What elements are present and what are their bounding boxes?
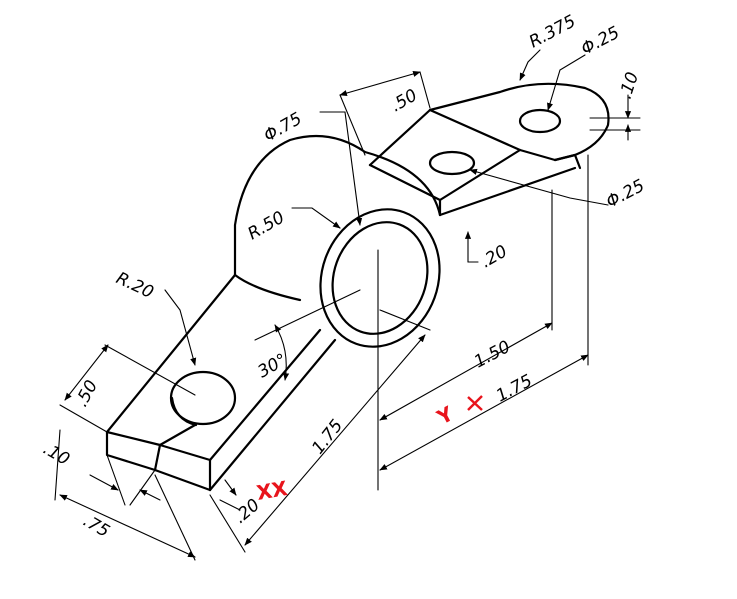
label-d10-left: .10 bbox=[40, 439, 73, 470]
label-phi25-right: Φ.25 bbox=[603, 176, 648, 213]
annotation-xx: XX bbox=[255, 476, 290, 505]
label-d20-mid: .20 bbox=[478, 241, 511, 272]
label-r50: R.50 bbox=[245, 208, 289, 245]
label-r20: R.20 bbox=[113, 268, 157, 303]
label-phi75: Φ.75 bbox=[261, 109, 306, 147]
label-d150: 1.50 bbox=[471, 337, 514, 372]
label-r375: R.375 bbox=[526, 11, 579, 52]
label-d175-left: 1.75 bbox=[308, 416, 347, 458]
red-annotations: Y XX bbox=[255, 395, 483, 505]
label-phi25-top: Φ.25 bbox=[578, 23, 623, 60]
label-d175-right: 1.75 bbox=[493, 371, 536, 406]
label-d50-top: .50 bbox=[388, 85, 421, 116]
label-d10-top: .10 bbox=[616, 70, 643, 102]
label-d75: .75 bbox=[80, 511, 113, 542]
annotation-plus-b bbox=[467, 396, 483, 411]
dimension-lines bbox=[54, 49, 641, 561]
label-d50-left: .50 bbox=[72, 377, 102, 410]
annotation-y: Y bbox=[432, 401, 457, 430]
part-outline bbox=[105, 82, 610, 492]
